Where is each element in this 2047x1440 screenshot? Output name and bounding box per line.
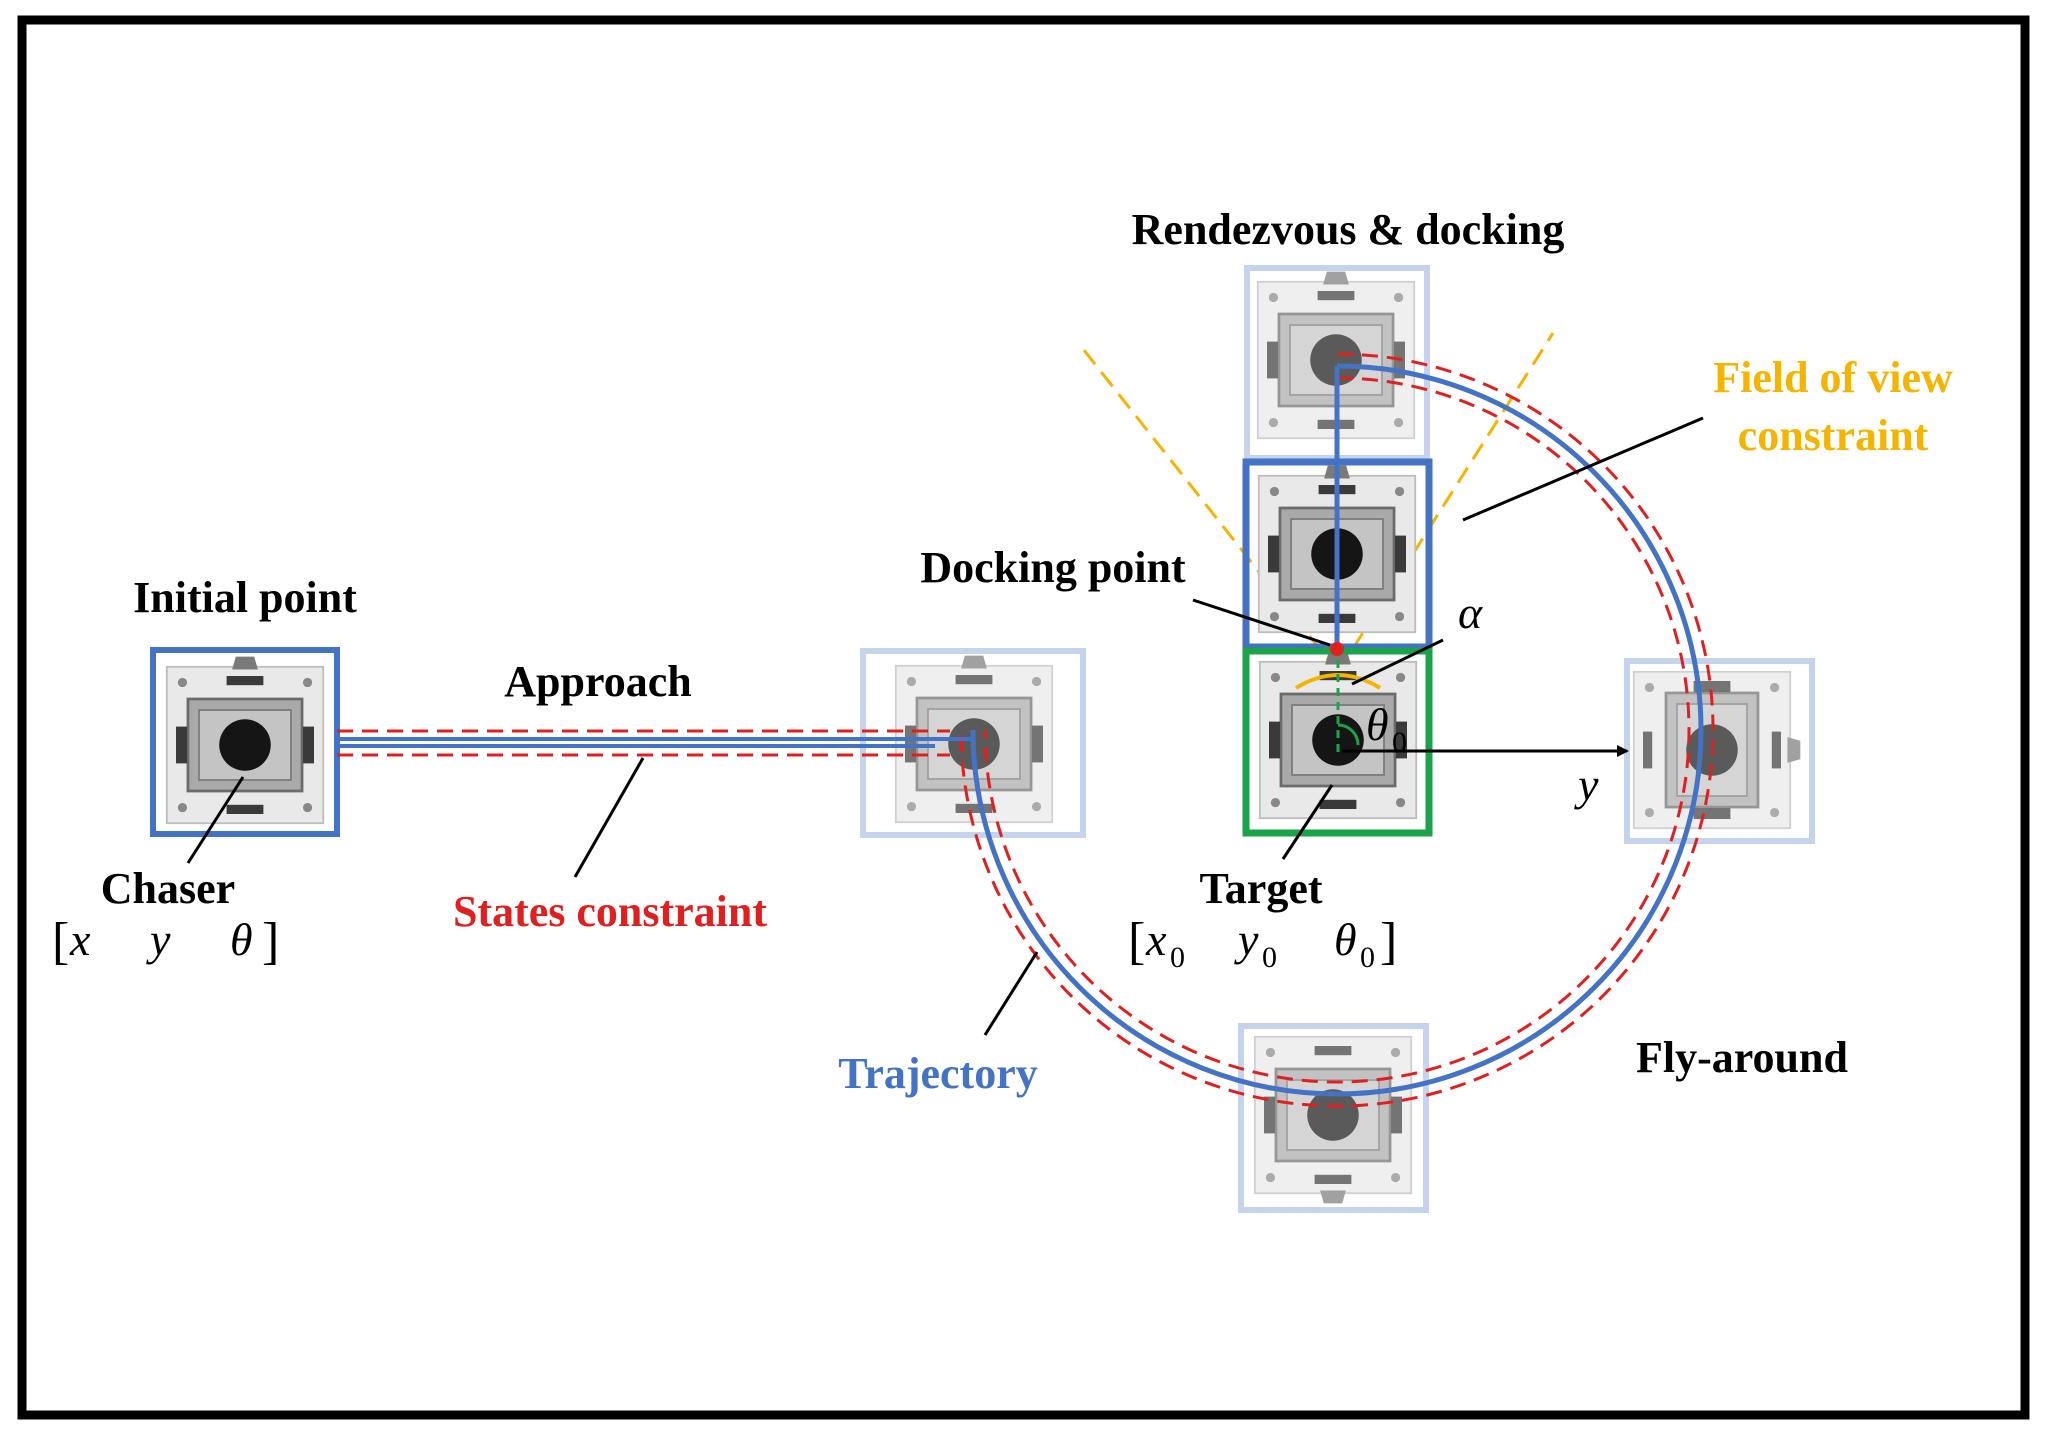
svg-text:]: ] bbox=[262, 913, 279, 970]
leader-target bbox=[1281, 784, 1334, 860]
svg-text:0: 0 bbox=[1262, 941, 1277, 974]
svg-text:0: 0 bbox=[1170, 941, 1185, 974]
spacecraft-icon bbox=[1253, 1035, 1413, 1205]
leader-states-constraint bbox=[573, 757, 645, 878]
leader-chaser bbox=[186, 776, 245, 864]
svg-text:]: ] bbox=[1380, 913, 1397, 970]
leader-trajectory bbox=[983, 951, 1039, 1036]
y-axis-label: y bbox=[1574, 759, 1599, 810]
leader-alpha bbox=[1351, 638, 1444, 686]
label-trajectory: Trajectory bbox=[838, 1049, 1038, 1098]
svg-text:[: [ bbox=[52, 913, 69, 970]
svg-text:[: [ bbox=[1128, 913, 1145, 970]
ghost-box-fly-around-bottom bbox=[1238, 1023, 1429, 1213]
label-target: Target bbox=[1199, 864, 1322, 913]
label-docking-point: Docking point bbox=[920, 543, 1186, 592]
label-approach: Approach bbox=[504, 657, 691, 706]
svg-text:0: 0 bbox=[1360, 941, 1375, 974]
svg-text:θ: θ bbox=[230, 914, 253, 965]
docking-point-marker bbox=[1330, 642, 1344, 656]
outer-frame bbox=[17, 15, 2030, 1420]
svg-text:x: x bbox=[69, 914, 91, 965]
label-field-of-view-line2: constraint bbox=[1738, 411, 1929, 460]
leader-field-of-view bbox=[1462, 416, 1704, 522]
leader-docking-point bbox=[1192, 598, 1331, 647]
chaser-state-vector: [ x y θ ] bbox=[52, 913, 279, 970]
label-states-constraint: States constraint bbox=[453, 887, 767, 936]
theta0-angle-arc bbox=[1337, 723, 1360, 746]
label-fly-around: Fly-around bbox=[1636, 1033, 1848, 1082]
states-constraint-inner-arc bbox=[983, 376, 1691, 1084]
label-rendezvous-docking: Rendezvous & docking bbox=[1132, 205, 1565, 254]
ghost-box-approach-end bbox=[860, 648, 1086, 838]
label-chaser: Chaser bbox=[101, 864, 235, 913]
target-state-vector: [ x 0 y 0 θ 0 ] bbox=[1128, 913, 1397, 974]
states-constraint-outer-arc bbox=[959, 352, 1715, 1108]
spacecraft-icon bbox=[165, 655, 325, 825]
theta0-label: θ 0 bbox=[1366, 699, 1407, 759]
svg-text:0: 0 bbox=[1392, 726, 1407, 759]
svg-text:θ: θ bbox=[1366, 699, 1389, 750]
chaser-box bbox=[150, 647, 340, 837]
svg-text:y: y bbox=[1234, 914, 1259, 965]
label-field-of-view-line1: Field of view bbox=[1713, 353, 1953, 402]
spacecraft-icon bbox=[1632, 670, 1802, 830]
svg-text:θ: θ bbox=[1334, 914, 1357, 965]
alpha-label: α bbox=[1458, 587, 1483, 638]
label-initial-point: Initial point bbox=[133, 573, 357, 622]
svg-text:y: y bbox=[146, 914, 171, 965]
svg-text:x: x bbox=[1145, 914, 1167, 965]
